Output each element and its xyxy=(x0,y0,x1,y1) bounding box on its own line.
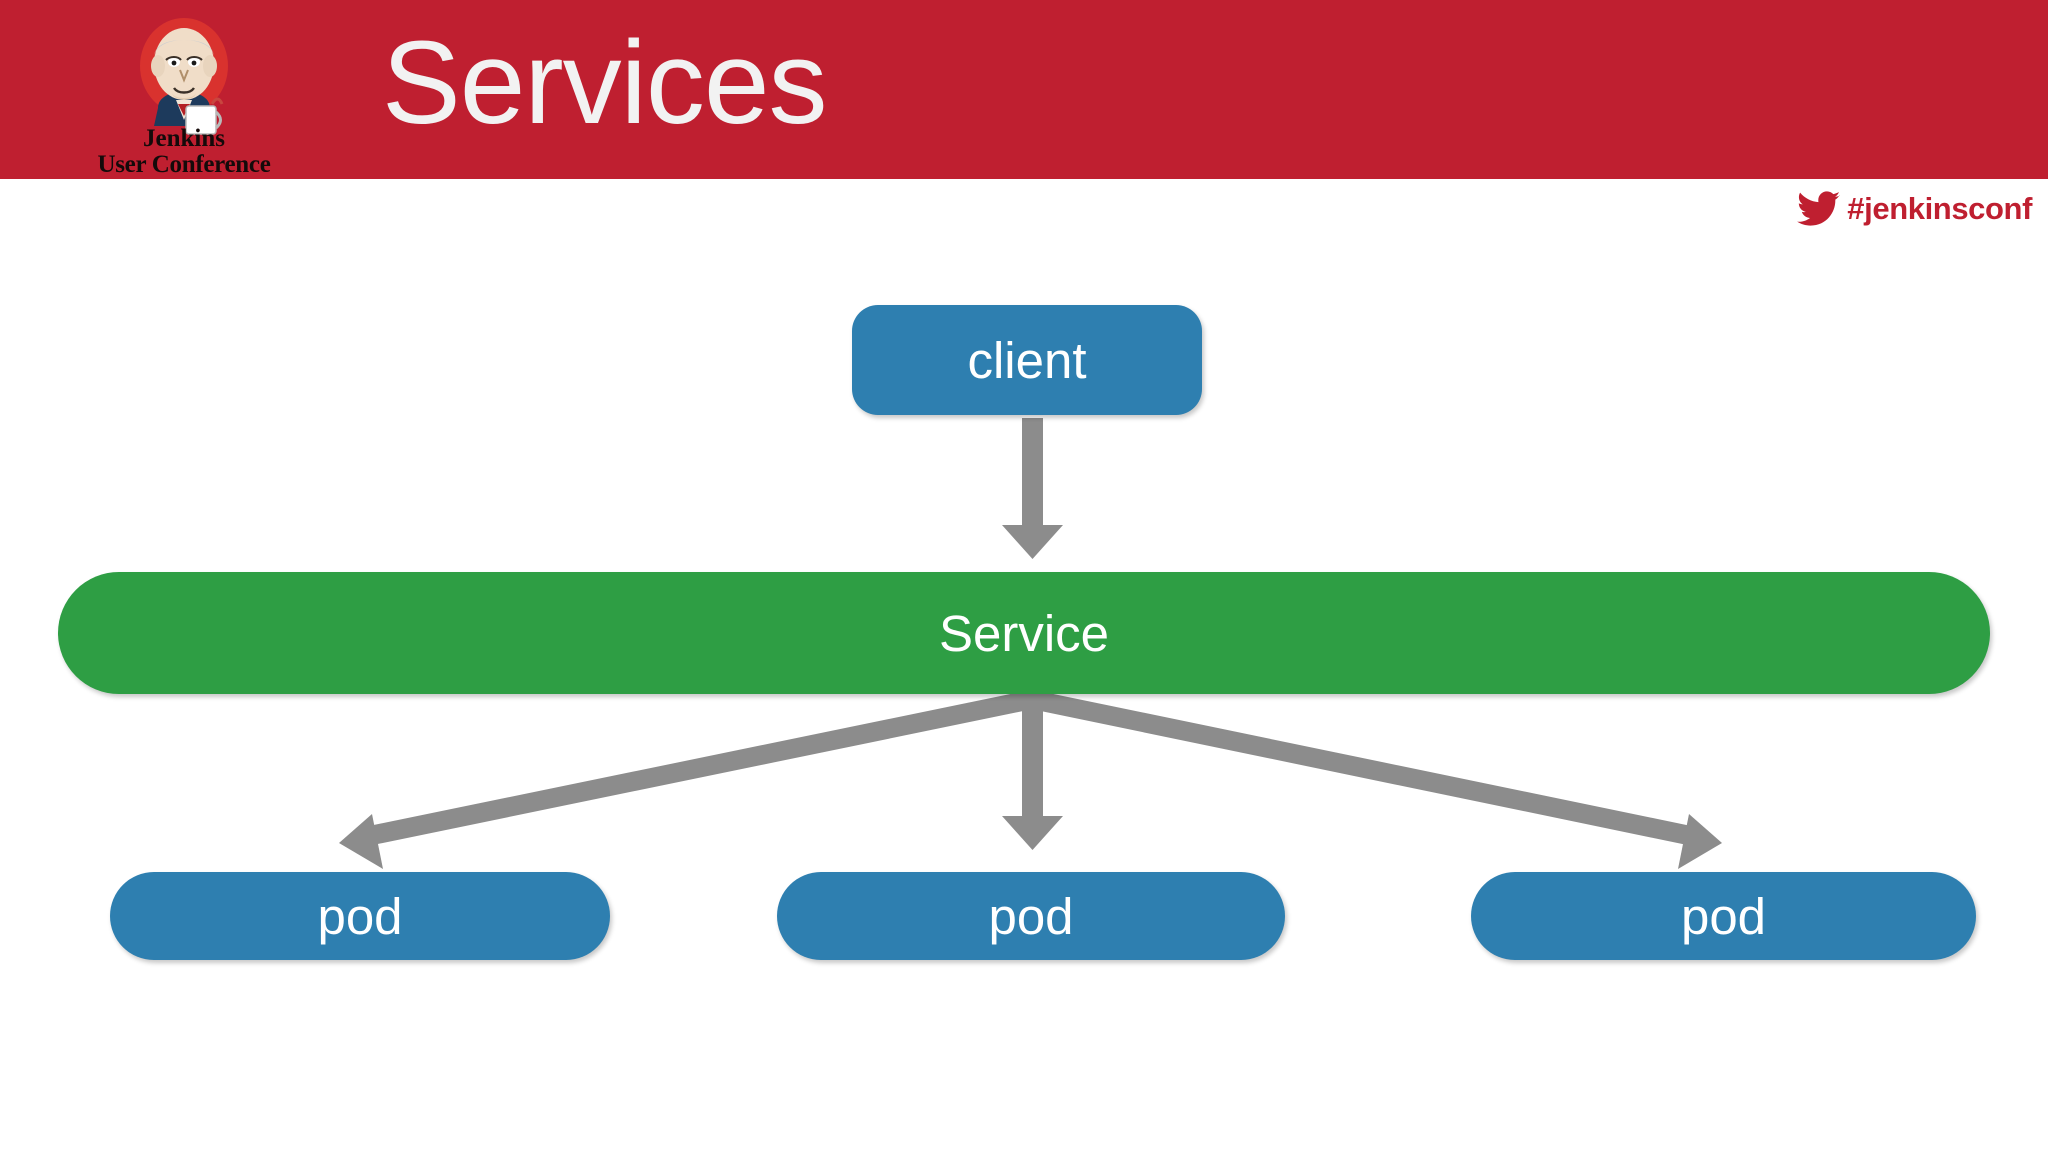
logo-line-2: User Conference xyxy=(97,150,271,178)
arrow-service-to-pod-right xyxy=(1031,690,1722,869)
node-client[interactable]: client xyxy=(852,305,1202,415)
arrow-client-to-service xyxy=(1002,418,1063,559)
node-pod-2-label: pod xyxy=(988,887,1074,945)
social-handle: #jenkinsconf xyxy=(1797,190,2032,228)
node-service-label: Service xyxy=(938,604,1110,662)
twitter-handle-label: #jenkinsconf xyxy=(1847,191,2032,226)
arrow-service-to-pod-left xyxy=(339,690,1033,869)
jenkins-logo-text: Jenkins User Conference xyxy=(88,126,280,177)
node-pod-3-label: pod xyxy=(1680,887,1767,945)
jenkins-butler-icon xyxy=(140,18,228,135)
node-service[interactable]: Service xyxy=(58,572,1990,694)
node-pod-1-label: pod xyxy=(317,887,403,945)
node-pod-3[interactable]: pod xyxy=(1471,872,1976,960)
header-band xyxy=(0,0,2048,179)
jenkins-logo: Jenkins User Conference xyxy=(88,8,280,177)
arrow-service-to-pod-center xyxy=(1002,690,1063,850)
logo-line-1: Jenkins xyxy=(143,125,225,152)
node-client-label: client xyxy=(967,331,1087,389)
twitter-bird-icon xyxy=(1797,191,1841,226)
node-pod-1[interactable]: pod xyxy=(110,872,610,960)
node-pod-2[interactable]: pod xyxy=(777,872,1285,960)
page-title: Services xyxy=(382,17,827,149)
